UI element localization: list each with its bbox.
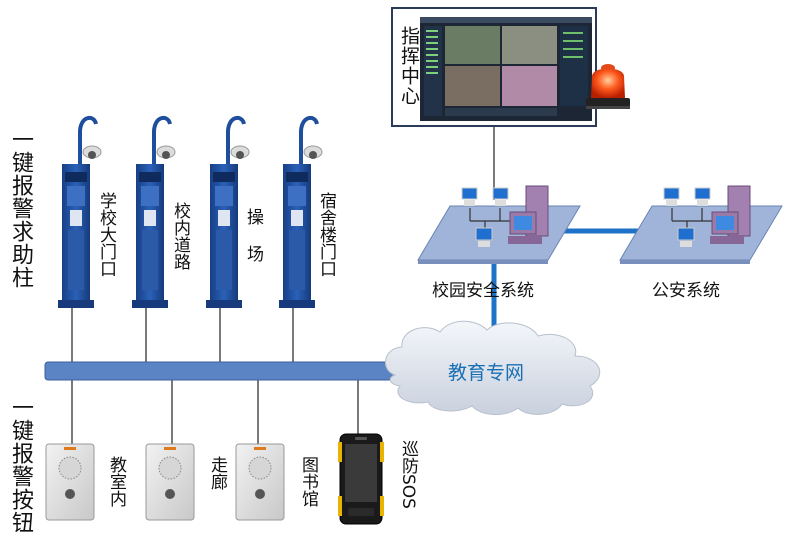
police-network [619,185,783,264]
button-1-label: 教室内 [106,456,126,507]
campus-system-label: 校园安全系统 [432,281,534,301]
connection-lines [71,125,640,444]
pillar-3-label: 操 场 [243,208,263,262]
network-bus [44,361,406,381]
pc-icon [492,187,509,206]
patrol-phone-icon [338,433,384,525]
cloud-label: 教育专网 [448,362,525,384]
alarm-pillar [279,115,323,308]
pillar-4-label: 宿舍楼门口 [316,192,336,277]
pillar-1-label: 学校大门口 [96,192,116,277]
pc-icon [461,187,478,206]
server-icon [508,185,549,244]
command-center-panel [391,7,597,127]
network-cloud [385,320,601,415]
command-center-label: 指挥中心 [398,26,420,106]
button-2-label: 走廊 [207,456,227,490]
alarm-pillar [58,115,102,308]
alarm-button-device [45,443,95,521]
alarm-light-icon [586,64,630,109]
button-section-title: 一键报警按钮 [8,396,33,534]
police-system-label: 公安系统 [652,281,720,301]
alarm-button-device [145,443,195,521]
pc-icon [663,187,680,206]
phone-label: 巡防SOS [398,440,418,509]
alarm-pillar [206,115,250,308]
campus-security-network [417,185,581,264]
pillar-section-title: 一键报警求助柱 [8,128,33,289]
button-3-label: 图书馆 [298,456,318,507]
alarm-pillar [132,115,176,308]
pc-icon [475,227,493,247]
pc-icon [677,227,695,247]
pillar-2-label: 校内道路 [170,202,190,270]
server-icon [710,185,751,244]
pc-icon [694,187,711,206]
alarm-button-device [235,443,285,521]
